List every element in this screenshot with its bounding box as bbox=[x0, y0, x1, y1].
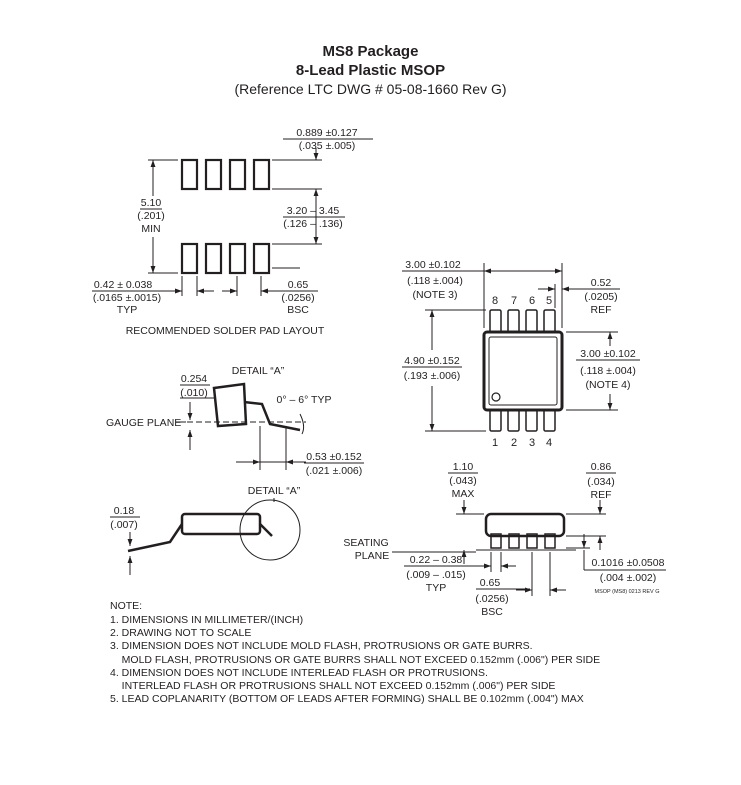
seating-label-1: SEATING bbox=[343, 537, 388, 549]
detail-lead-in: (.010) bbox=[180, 387, 207, 399]
pad-pitch-in: (.0256) bbox=[281, 292, 314, 304]
pad-min-in: (.201) bbox=[137, 210, 164, 222]
side-pitch-mm: 0.65 bbox=[480, 577, 501, 589]
top-body-in: (.118 ±.004) bbox=[580, 365, 636, 377]
pad-pitch-mm: 0.65 bbox=[288, 279, 309, 291]
note-3: 3. DIMENSION DOES NOT INCLUDE MOLD FLASH… bbox=[110, 640, 533, 652]
detail-lead-mm: 0.254 bbox=[181, 373, 207, 385]
pad-layout-caption: RECOMMENDED SOLDER PAD LAYOUT bbox=[126, 325, 325, 337]
note-4-continued: INTERLEAD FLASH OR PROTRUSIONS SHALL NOT… bbox=[110, 680, 555, 692]
drawing-subtitle: 8-Lead Plastic MSOP bbox=[295, 62, 446, 79]
side-standoff-in: (.004 ±.002) bbox=[600, 572, 657, 584]
solder-pads-bottom bbox=[180, 242, 271, 275]
note-5: 5. LEAD COPLANARITY (BOTTOM OF LEADS AFT… bbox=[110, 693, 584, 705]
pin-6: 6 bbox=[529, 295, 535, 307]
pad-lead-width-label: TYP bbox=[117, 304, 137, 316]
top-ref-mm: 0.52 bbox=[591, 277, 612, 289]
side-lead-in: (.009 – .015) bbox=[406, 569, 466, 581]
side-lead-label: TYP bbox=[426, 582, 446, 594]
note-1: 1. DIMENSIONS IN MILLIMETER/(INCH) bbox=[110, 614, 303, 626]
note-4: 4. DIMENSION DOES NOT INCLUDE INTERLEAD … bbox=[110, 667, 488, 679]
pad-span-mm: 3.20 – 3.45 bbox=[287, 205, 340, 217]
notes: NOTE: 1. DIMENSIONS IN MILLIMETER/(INCH)… bbox=[110, 600, 600, 705]
top-view: 8 7 6 5 1 2 3 4 3.00 ±0.102 (.118 ±.004)… bbox=[402, 259, 640, 449]
side-ref-label: REF bbox=[591, 489, 612, 501]
top-width-in: (.118 ±.004) bbox=[407, 275, 463, 287]
pad-height-in: (.035 ±.005) bbox=[299, 140, 356, 152]
pad-min-mm: 5.10 bbox=[141, 197, 162, 209]
side-pitch-in: (.0256) bbox=[475, 593, 508, 605]
top-ref-label: REF bbox=[591, 304, 612, 316]
package-side-body bbox=[180, 512, 262, 536]
pad-min-label: MIN bbox=[141, 223, 160, 235]
detail-a-label-2: DETAIL “A” bbox=[248, 485, 301, 497]
top-height-mm: 4.90 ±0.152 bbox=[404, 355, 460, 367]
top-pins bbox=[489, 309, 556, 334]
top-body-note: (NOTE 4) bbox=[586, 379, 631, 391]
pin-7: 7 bbox=[511, 295, 517, 307]
side-standoff-mm: 0.1016 ±0.0508 bbox=[592, 557, 665, 569]
side-pitch-label: BSC bbox=[481, 606, 503, 618]
detail-angle: 0° – 6° TYP bbox=[277, 394, 332, 406]
package-body-top bbox=[482, 330, 564, 412]
side-view-seating: 1.10 (.043) MAX 0.86 (.034) REF SEATING … bbox=[343, 461, 666, 618]
detail-a-label: DETAIL “A” bbox=[232, 365, 285, 377]
side-lead-mm: 0.22 – 0.38 bbox=[410, 554, 463, 566]
side-ref-in: (.034) bbox=[587, 476, 614, 488]
pin-4: 4 bbox=[546, 437, 552, 449]
side-height-label: MAX bbox=[452, 488, 475, 500]
pin-3: 3 bbox=[529, 437, 535, 449]
pin1-marker bbox=[491, 392, 501, 402]
detail-foot-in: (.021 ±.006) bbox=[306, 465, 363, 477]
note-2: 2. DRAWING NOT TO SCALE bbox=[110, 627, 251, 639]
side-height-mm: 1.10 bbox=[453, 461, 474, 473]
notes-heading: NOTE: bbox=[110, 600, 142, 612]
pin-2: 2 bbox=[511, 437, 517, 449]
side-height-in: (.043) bbox=[449, 475, 476, 487]
seating-label-2: PLANE bbox=[355, 550, 389, 562]
pin-8: 8 bbox=[492, 295, 498, 307]
detail-foot-mm: 0.53 ±0.152 bbox=[306, 451, 362, 463]
pad-lead-width-in: (.0165 ±.0015) bbox=[93, 292, 161, 304]
detail-thick-in: (.007) bbox=[110, 519, 137, 531]
top-ref-in: (.0205) bbox=[584, 291, 617, 303]
drawing-reference: (Reference LTC DWG # 05-08-1660 Rev G) bbox=[234, 81, 507, 97]
top-width-note: (NOTE 3) bbox=[413, 289, 458, 301]
top-body-mm: 3.00 ±0.102 bbox=[580, 348, 636, 360]
side-view-with-detail: DETAIL “A” 0.18 (.007) bbox=[110, 485, 301, 575]
pad-height-mm: 0.889 ±0.127 bbox=[296, 127, 357, 139]
top-width-mm: 3.00 ±0.102 bbox=[405, 259, 461, 271]
pad-span-in: (.126 – .136) bbox=[283, 218, 343, 230]
note-3-continued: MOLD FLASH, PROTRUSIONS OR GATE BURRS SH… bbox=[110, 654, 600, 666]
detail-a-gauge: 0.254 (.010) DETAIL “A” 0° – 6° TYP GAUG… bbox=[106, 365, 364, 477]
top-height-in: (.193 ±.006) bbox=[404, 370, 461, 382]
package-side-body-2 bbox=[484, 512, 566, 538]
drawing-code: MSOP (MS8) 0213 REV G bbox=[594, 589, 659, 595]
solder-pad-layout: 5.10 (.201) MIN 0.889 ±0.127 (.035 ±.005… bbox=[92, 127, 373, 337]
pad-lead-width-mm: 0.42 ± 0.038 bbox=[94, 279, 152, 291]
pad-pitch-label: BSC bbox=[287, 304, 309, 316]
detail-a-circle bbox=[239, 499, 301, 561]
pin-5: 5 bbox=[546, 295, 552, 307]
drawing-title: MS8 Package bbox=[322, 43, 419, 60]
gauge-plane-label: GAUGE PLANE bbox=[106, 417, 181, 429]
side-ref-mm: 0.86 bbox=[591, 461, 612, 473]
solder-pads-top bbox=[180, 158, 271, 191]
detail-thick-mm: 0.18 bbox=[114, 505, 135, 517]
pin-1: 1 bbox=[492, 437, 498, 449]
